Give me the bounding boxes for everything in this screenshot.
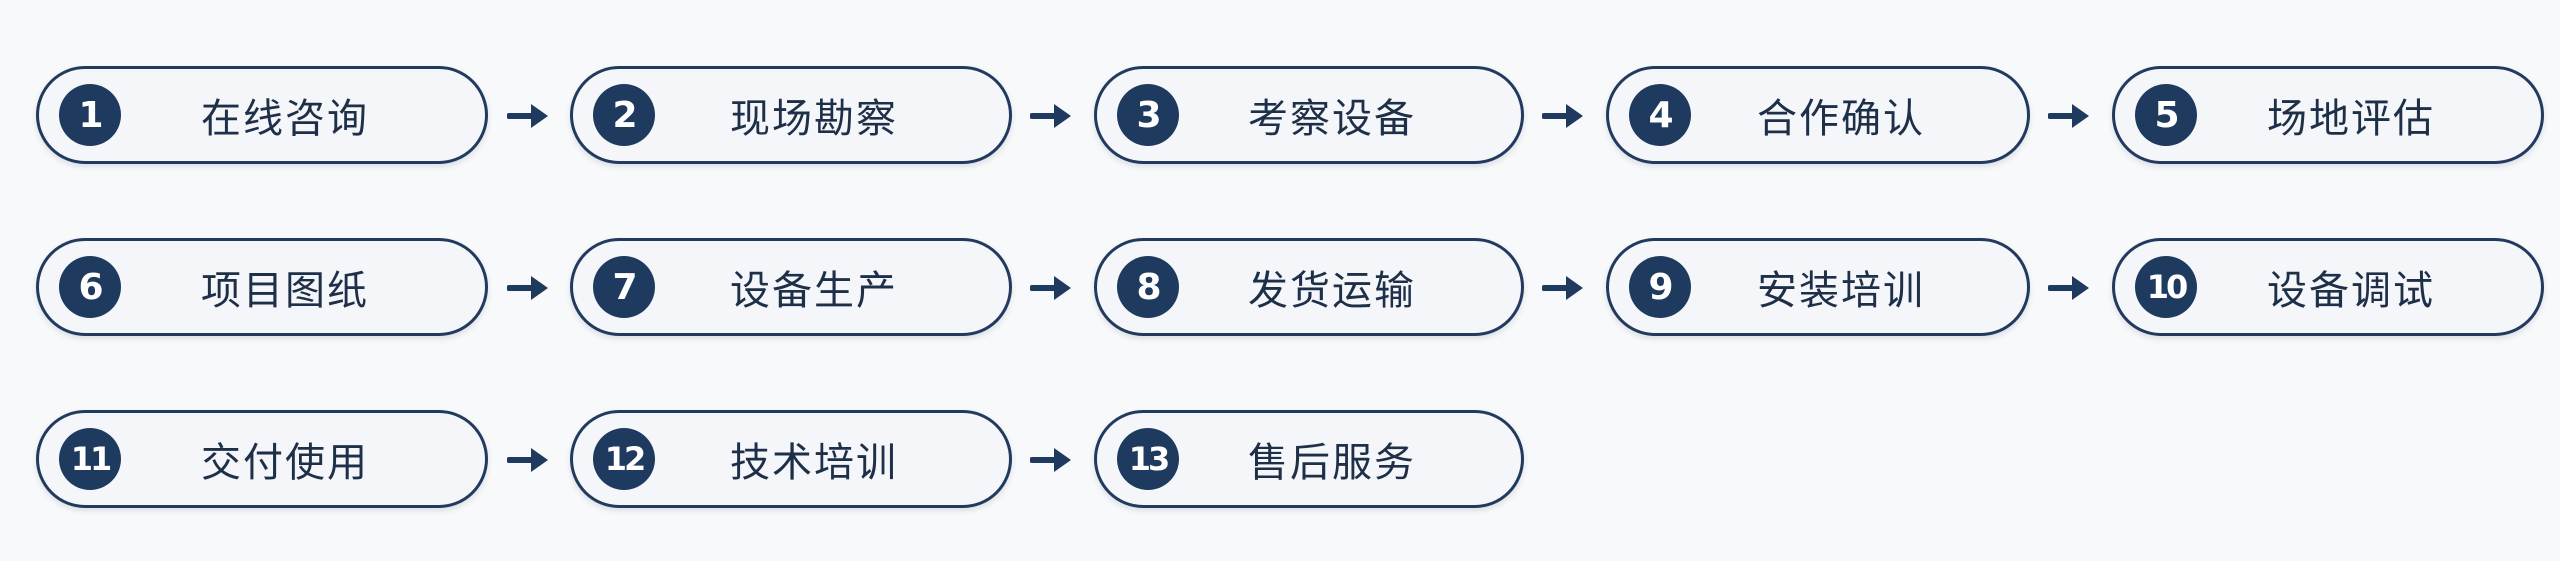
- step-number-badge: 1: [59, 84, 121, 146]
- step-label: 考察设备: [1248, 96, 1416, 142]
- arrow-right-icon: [1542, 276, 1583, 300]
- step-number-badge: 11: [59, 428, 121, 490]
- arrow-right-icon: [507, 276, 548, 300]
- step-label: 设备调试: [2267, 268, 2435, 314]
- arrow-right-icon: [1030, 104, 1071, 128]
- step-label: 在线咨询: [201, 96, 369, 142]
- step-6: 6 项目图纸: [36, 238, 488, 336]
- arrow-right-icon: [1030, 276, 1071, 300]
- step-number-badge: 5: [2135, 84, 2197, 146]
- step-label: 技术培训: [730, 440, 898, 486]
- arrow-right-icon: [1030, 448, 1071, 472]
- step-label: 发货运输: [1248, 268, 1416, 314]
- arrow-right-icon: [507, 448, 548, 472]
- step-number-badge: 3: [1117, 84, 1179, 146]
- arrow-right-icon: [2048, 276, 2089, 300]
- step-number-badge: 13: [1117, 428, 1179, 490]
- step-3: 3 考察设备: [1094, 66, 1524, 164]
- step-number-badge: 12: [593, 428, 655, 490]
- arrow-right-icon: [2048, 104, 2089, 128]
- step-label: 交付使用: [201, 440, 369, 486]
- step-number-badge: 6: [59, 256, 121, 318]
- step-label: 现场勘察: [730, 96, 898, 142]
- arrow-right-icon: [1542, 104, 1583, 128]
- step-number-badge: 7: [593, 256, 655, 318]
- step-12: 12 技术培训: [570, 410, 1012, 508]
- step-label: 合作确认: [1757, 96, 1925, 142]
- step-10: 10 设备调试: [2112, 238, 2544, 336]
- step-number-badge: 10: [2135, 256, 2197, 318]
- step-13: 13 售后服务: [1094, 410, 1524, 508]
- step-label: 售后服务: [1248, 440, 1416, 486]
- step-label: 安装培训: [1757, 268, 1925, 314]
- step-number-badge: 4: [1629, 84, 1691, 146]
- step-8: 8 发货运输: [1094, 238, 1524, 336]
- step-2: 2 现场勘察: [570, 66, 1012, 164]
- step-label: 项目图纸: [201, 268, 369, 314]
- step-label: 设备生产: [730, 268, 898, 314]
- step-number-badge: 9: [1629, 256, 1691, 318]
- arrow-right-icon: [507, 104, 548, 128]
- step-number-badge: 2: [593, 84, 655, 146]
- step-4: 4 合作确认: [1606, 66, 2030, 164]
- step-number-badge: 8: [1117, 256, 1179, 318]
- step-1: 1 在线咨询: [36, 66, 488, 164]
- step-7: 7 设备生产: [570, 238, 1012, 336]
- step-9: 9 安装培训: [1606, 238, 2030, 336]
- step-11: 11 交付使用: [36, 410, 488, 508]
- step-5: 5 场地评估: [2112, 66, 2544, 164]
- step-label: 场地评估: [2267, 96, 2435, 142]
